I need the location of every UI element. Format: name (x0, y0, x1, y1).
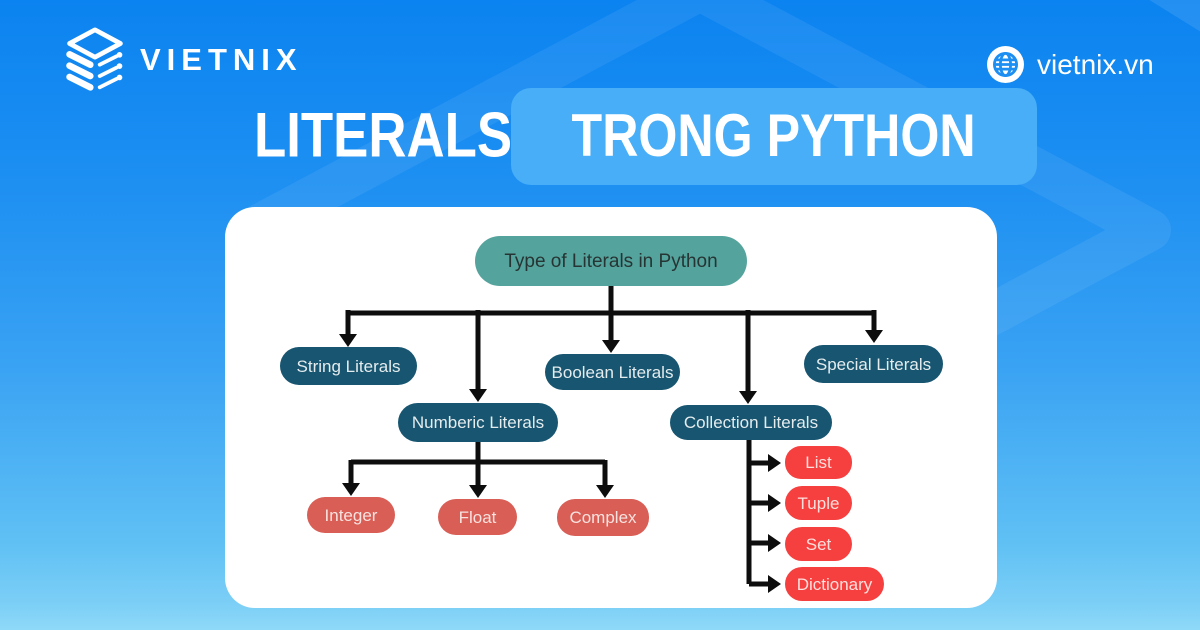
brand-logo: VIETNIX (64, 27, 303, 93)
diagram-card: Type of Literals in Python String Litera… (225, 207, 997, 608)
brand-name: VIETNIX (140, 42, 303, 77)
website-link: vietnix.vn (1037, 48, 1154, 80)
node-numberic-literals: Numberic Literals (398, 403, 558, 442)
node-string-literals: String Literals (280, 347, 417, 385)
node-complex: Complex (557, 499, 649, 536)
node-set: Set (785, 527, 852, 561)
node-dictionary: Dictionary (785, 567, 884, 601)
node-boolean-literals: Boolean Literals (545, 354, 680, 390)
vietnix-logo-icon (66, 27, 123, 91)
node-list: List (785, 446, 852, 479)
node-special-literals: Special Literals (804, 345, 943, 383)
title-highlight-text: TRONG PYTHON (571, 102, 977, 170)
node-collection-literals: Collection Literals (670, 405, 832, 440)
globe-icon (987, 46, 1024, 83)
node-tuple: Tuple (785, 486, 852, 520)
node-root: Type of Literals in Python (475, 236, 747, 286)
website-badge: vietnix.vn (987, 46, 1154, 83)
node-float: Float (438, 499, 517, 535)
page-title: LITERALS (254, 99, 513, 171)
title-highlight-box: TRONG PYTHON (511, 88, 1037, 185)
flowchart-connectors (339, 284, 883, 593)
node-integer: Integer (307, 497, 395, 533)
